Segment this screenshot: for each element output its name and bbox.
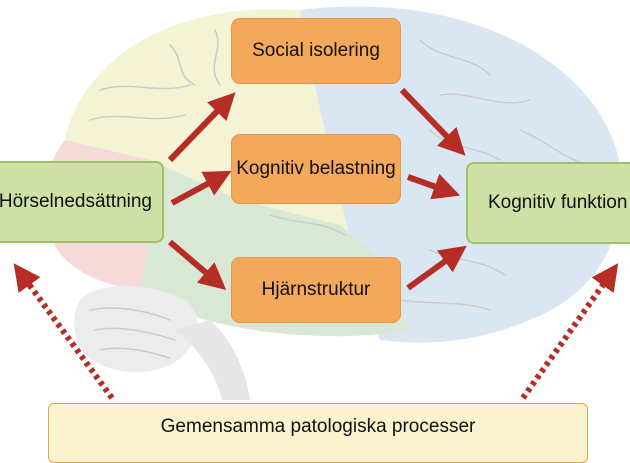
kognitiv-funktion-label: Kognitiv funktion <box>488 192 628 213</box>
arrow-horsel-to-hjarnstruktur <box>168 239 227 291</box>
arrow-kognitiv-belastning-to-kognitiv-funktion <box>406 173 461 200</box>
hjarnstruktur-box: Hjärnstruktur <box>231 257 401 323</box>
social-isolering-box: Social isolering <box>231 18 401 84</box>
kognitiv-belastning-label: Kognitiv belastning <box>236 158 396 179</box>
kognitiv-funktion-box: Kognitiv funktion <box>466 162 630 244</box>
social-isolering-label: Social isolering <box>252 40 380 61</box>
arrow-horsel-to-kognitiv-belastning <box>170 170 232 206</box>
gemensamma-processer-label: Gemensamma patologiska processer <box>160 416 476 437</box>
dotted-arrows <box>13 263 619 400</box>
dotted-arrow-to-kognitiv-funktion <box>520 263 619 400</box>
arrow-horsel-to-social <box>167 92 236 163</box>
dotted-arrow-to-horselnedsattning <box>13 263 115 400</box>
diagram-arrows <box>167 87 467 291</box>
kognitiv-belastning-box: Kognitiv belastning <box>231 134 401 204</box>
gemensamma-processer-box: Gemensamma patologiska processer <box>48 403 588 463</box>
horselnedsattning-box: Hörselnedsättning <box>0 161 164 243</box>
arrow-social-to-kognitiv-funktion <box>399 87 466 156</box>
arrow-hjarnstruktur-to-kognitiv-funktion <box>406 245 467 291</box>
horselnedsattning-label: Hörselnedsättning <box>0 191 152 212</box>
hjarnstruktur-label: Hjärnstruktur <box>261 279 371 300</box>
